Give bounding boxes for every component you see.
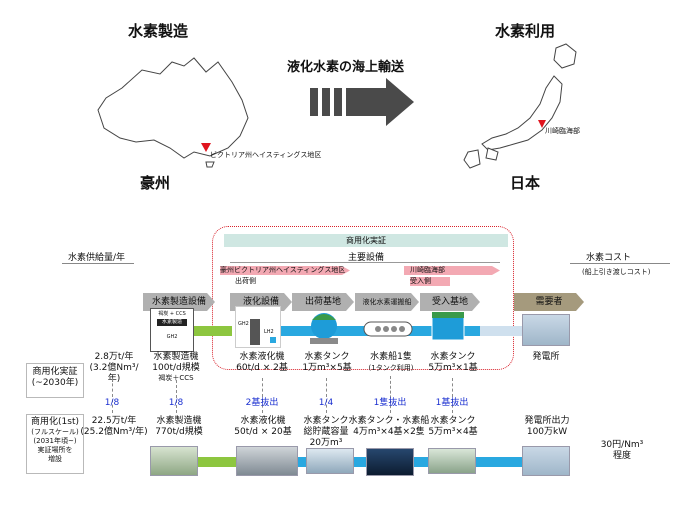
commercial-label-sub4: 増設	[48, 455, 62, 463]
production-plant-photo	[150, 446, 198, 476]
commercial-production: 水素製造機 770t/d規模	[155, 416, 203, 437]
carrier-ship-icon	[363, 321, 413, 337]
right-title: 水素利用	[495, 22, 556, 40]
demo-user: 発電所	[532, 352, 560, 362]
stage-shipping: 出荷基地	[292, 293, 354, 311]
shipping-tank-photo	[306, 448, 354, 474]
guide-4	[326, 378, 327, 413]
stage-production: 水素製造設備	[143, 293, 215, 311]
kawasaki-site-marker	[538, 120, 546, 128]
ratio-3: 2基抜出	[245, 398, 279, 408]
shipping-tank-icon	[310, 313, 338, 344]
vic-site-label: ビクトリア州ヘイスティングス地区	[210, 151, 322, 159]
plant-text-3: GH2	[166, 334, 178, 340]
carrier-ship-photo	[366, 448, 414, 476]
receiving-tank-icon	[431, 312, 465, 341]
demo-frame	[212, 226, 514, 370]
demo-carrier: 水素船1隻	[370, 352, 412, 362]
stage-carrier: 液化水素運搬船	[355, 293, 419, 311]
demo-supply: 2.8万t/年 (3.2億Nm³/年)	[89, 352, 139, 384]
liquefaction-icon: GH2 LH2	[235, 306, 281, 348]
guide-3	[262, 378, 263, 413]
liquefaction-plant-photo	[236, 446, 298, 476]
vic-site-marker	[201, 143, 211, 152]
commercial-carrier: 水素タンク・水素船 4万m³×4基×2隻	[348, 416, 430, 437]
commercial-label-sub1: (フルスケール)	[31, 428, 79, 436]
power-plant-photo	[522, 314, 570, 346]
power-plant-photo-commercial	[522, 446, 570, 476]
demo-production-note: 褐炭＋CCS	[158, 374, 194, 382]
receiving-tank-photo	[428, 448, 476, 474]
demo-row-label: 商用化実証 (~2030年)	[26, 363, 84, 398]
guide-6	[452, 378, 453, 413]
demo-receiving: 水素タンク 5万m³×1基	[428, 352, 478, 373]
demo-shipping: 水素タンク 1万m³×5基	[302, 352, 352, 373]
lh2-box	[270, 337, 276, 343]
cost-label: 水素コスト	[586, 253, 632, 263]
commercial-user: 発電所出力 100万kW	[524, 416, 570, 437]
demo-banner: 商用化実証	[224, 234, 508, 247]
gh2-pipe-commercial	[196, 457, 236, 467]
ratio-2: 1/8	[168, 398, 184, 408]
ratio-6: 1基抜出	[435, 398, 469, 408]
gh2-pipe-demo	[190, 326, 232, 336]
left-region: 豪州	[140, 174, 171, 192]
plant-text-2: 水素製造	[157, 319, 187, 326]
kawasaki-site-label: 川崎臨海部	[545, 127, 580, 135]
pipe-to-user-demo	[480, 326, 540, 336]
right-region: 日本	[510, 174, 541, 192]
stage-receiving: 受入基地	[420, 293, 480, 311]
commercial-cost: 30円/Nm³ 程度	[600, 440, 644, 461]
transport-title: 液化水素の海上輸送	[287, 60, 405, 75]
commercial-liquefaction: 水素液化機 50t/d × 20基	[234, 416, 292, 437]
cost-rule	[570, 263, 670, 264]
commercial-shipping: 水素タンク 総貯蔵容量 20万m³	[303, 416, 349, 448]
supply-label: 水素供給量/年	[68, 253, 126, 263]
guide-1	[112, 378, 113, 413]
commercial-supply: 22.5万t/年 (25.2億Nm³/年)	[80, 416, 148, 437]
demo-production: 水素製造機 100t/d規模	[152, 352, 200, 373]
production-plant-icon: 褐炭 + CCS 水素製造 GH2	[150, 308, 194, 352]
left-title: 水素製造	[128, 22, 189, 40]
supply-rule	[62, 263, 134, 264]
demo-liquefaction: 水素液化機 60t/d × 2基	[236, 352, 288, 373]
main-equipment-rule	[230, 262, 500, 263]
japan-map	[463, 43, 577, 169]
liq-gh2: GH2	[238, 321, 249, 327]
ratio-5: 1隻抜出	[373, 398, 407, 408]
commercial-receiving: 水素タンク 5万m³×4基	[428, 416, 478, 437]
ratio-4: 1/4	[318, 398, 334, 408]
receive-side-label: 受入側	[410, 277, 450, 286]
commercial-label-sub2: (2031年頃~)	[33, 437, 77, 445]
demo-carrier-note: (1タンク利用)	[368, 364, 414, 372]
australia-map	[97, 57, 249, 168]
ship-side-label: 出荷側	[235, 277, 256, 285]
guide-5	[390, 376, 391, 413]
main-equipment-label: 主要設備	[347, 253, 384, 263]
cost-note: (船上引き渡しコスト)	[582, 268, 651, 276]
commercial-label-sub3: 実証場所を	[37, 446, 73, 454]
liq-lh2: LH2	[264, 329, 274, 335]
ratio-1: 1/8	[104, 398, 120, 408]
commercial-label-main: 商用化(1st)	[31, 417, 79, 427]
vic-label: 豪州ビクトリア州ヘイスティングス地区	[220, 266, 350, 275]
plant-text-1: 褐炭 + CCS	[158, 311, 186, 317]
transport-arrow	[310, 78, 414, 126]
kawasaki-label: 川崎臨海部	[404, 266, 500, 275]
liquefier-body	[250, 319, 260, 345]
commercial-row-label: 商用化(1st) (フルスケール) (2031年頃~) 実証場所を 増設	[26, 414, 84, 474]
stage-user: 需要者	[514, 293, 584, 311]
guide-2	[176, 380, 177, 413]
